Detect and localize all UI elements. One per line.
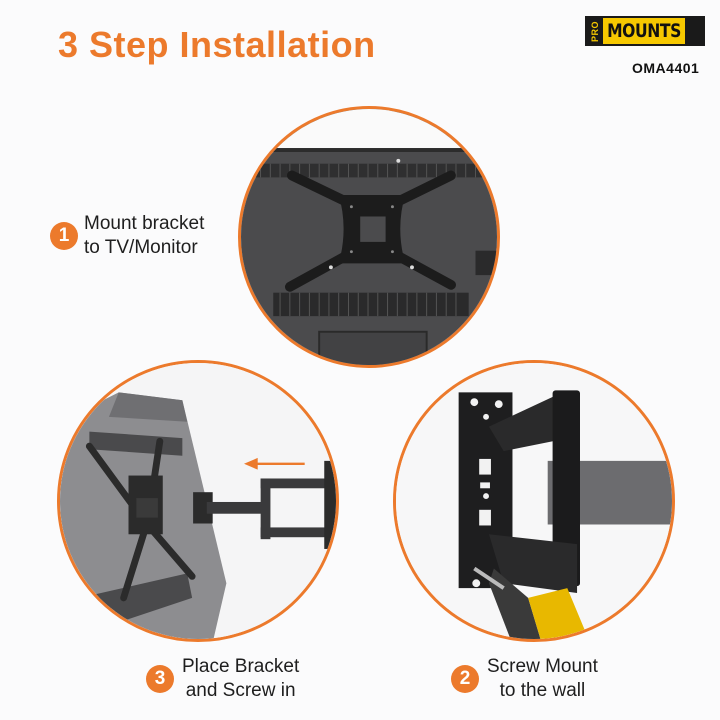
tv-back-bracket-illustration: [241, 109, 497, 365]
step-1-number-badge: 1: [50, 222, 78, 250]
step-2-image: [393, 360, 675, 642]
step-1-text: Mount bracket to TV/Monitor: [84, 212, 204, 260]
step-1-caption: 1 Mount bracket to TV/Monitor: [50, 212, 204, 260]
step-3-text: Place Bracket and Screw in: [182, 655, 299, 703]
step-1-line-1: Mount bracket: [84, 213, 205, 234]
step-2-line-1: Screw Mount: [487, 656, 598, 677]
logo-name: MOUNTS: [603, 18, 685, 44]
logo-prefix: PRO: [590, 20, 600, 42]
step-3-image: [57, 360, 339, 642]
brand-logo: PRO MOUNTS: [585, 16, 705, 46]
step-2-number-badge: 2: [451, 665, 479, 693]
step-3-line-2: and Screw in: [185, 680, 296, 701]
step-1-image: [238, 106, 500, 368]
page-title: 3 Step Installation: [58, 24, 376, 65]
tv-arm-attach-illustration: [60, 363, 336, 639]
wall-plate-drill-illustration: [396, 363, 672, 639]
step-3-line-1: Place Bracket: [182, 656, 300, 677]
step-2-caption: 2 Screw Mount to the wall: [451, 655, 598, 703]
step-1-line-2: to TV/Monitor: [84, 237, 198, 258]
step-2-line-2: to the wall: [499, 680, 586, 701]
model-number: OMA4401: [632, 60, 700, 76]
step-3-number-badge: 3: [146, 665, 174, 693]
step-2-text: Screw Mount to the wall: [487, 655, 598, 703]
step-3-caption: 3 Place Bracket and Screw in: [146, 655, 299, 703]
